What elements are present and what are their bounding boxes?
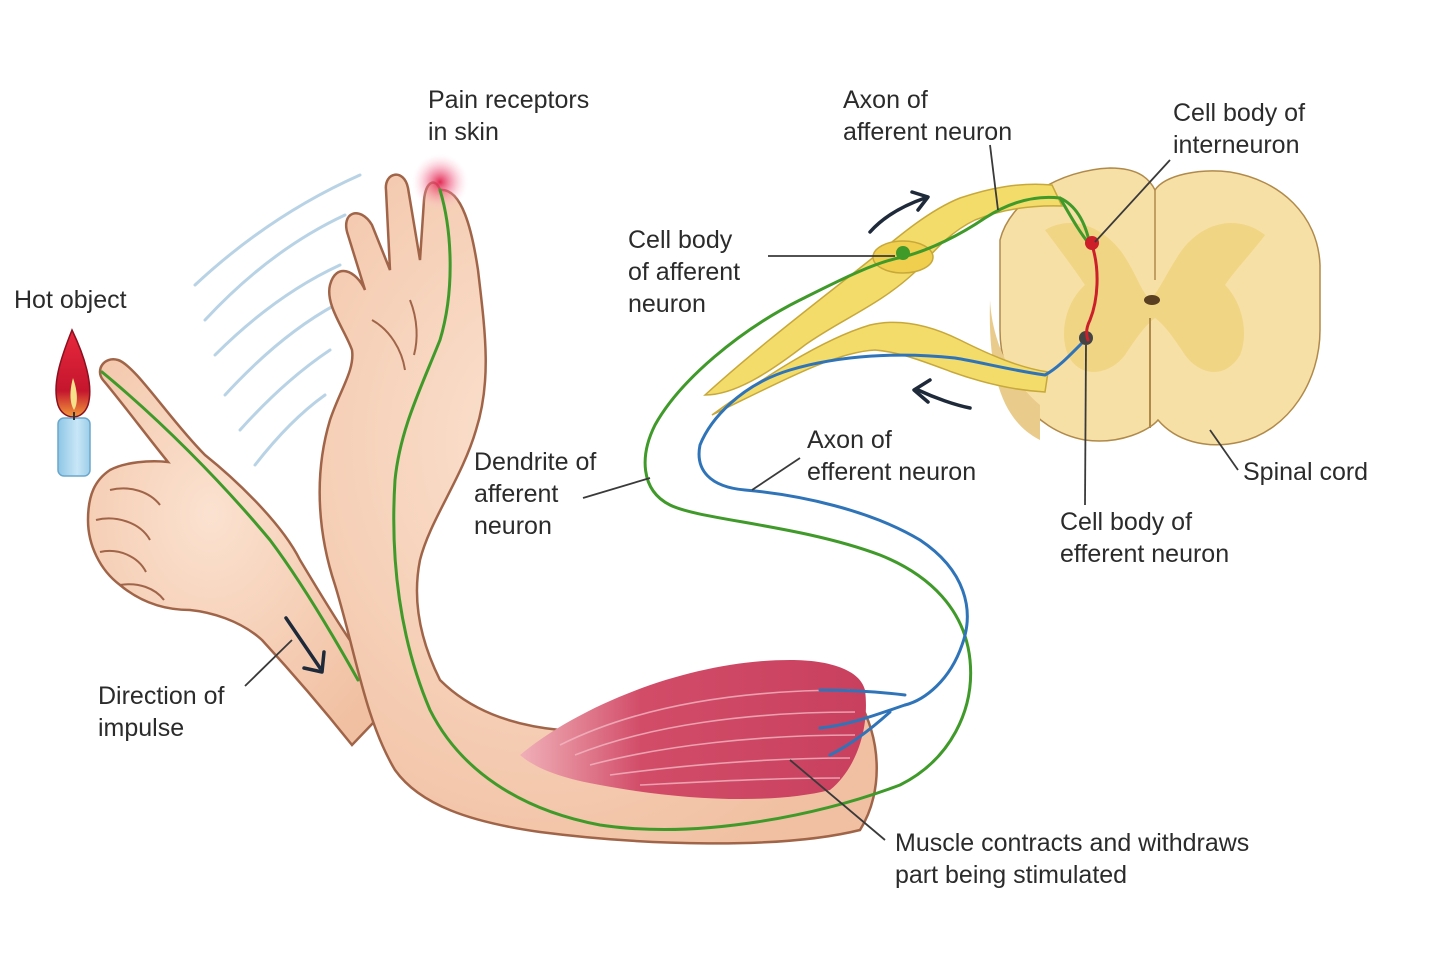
label-direction-impulse: Direction of impulse (98, 682, 225, 742)
efferent-neuron (697, 338, 1087, 757)
label-axon-efferent: Axon of efferent neuron (807, 426, 977, 486)
label-spinal-cord: Spinal cord (1243, 458, 1369, 486)
leader-lines (244, 144, 1239, 841)
label-hot-object: Hot object (14, 286, 127, 314)
motion-lines (193, 173, 362, 467)
afferent-cell-body (896, 246, 910, 260)
label-muscle-contracts: Muscle contracts and withdraws part bein… (895, 829, 1250, 889)
spinal-cord-section (989, 167, 1321, 446)
interneuron-cell-body (1085, 236, 1099, 250)
arm-withdrawn-position (318, 173, 878, 845)
arrow-icon (284, 190, 972, 674)
label-pain-receptors: Pain receptors in skin (428, 86, 590, 146)
arm-original-position (86, 358, 397, 747)
interneuron (1085, 243, 1099, 342)
label-cell-body-efferent: Cell body of efferent neuron (1060, 508, 1230, 568)
glow-dot-icon (412, 154, 468, 210)
label-dendrite-afferent: Dendrite of afferent neuron (474, 448, 597, 540)
label-axon-afferent: Axon of afferent neuron (843, 86, 1013, 146)
candle-flame-icon (55, 328, 91, 477)
biceps-muscle (520, 660, 866, 800)
label-cell-body-interneuron: Cell body of interneuron (1173, 99, 1306, 159)
label-cell-body-afferent: Cell body of afferent neuron (628, 226, 741, 318)
